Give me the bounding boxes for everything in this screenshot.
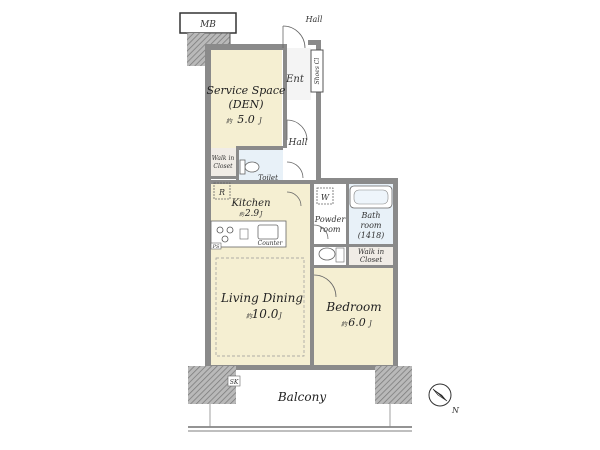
counter-label: Counter	[258, 240, 284, 247]
shoes-closet-label: Shoes Cl	[314, 58, 321, 85]
bath-label: Bath	[360, 211, 380, 220]
toilet-label: Toilet	[258, 174, 278, 182]
kitchen-floor	[210, 183, 315, 218]
compass-icon: N	[428, 383, 460, 415]
hall-mid-label: Hall	[288, 138, 308, 148]
walkin-bed-floor	[348, 245, 395, 268]
living-size: 10.0	[252, 307, 279, 321]
kitchen-counter: Counter PS	[210, 220, 287, 250]
closet-den-label: Closet	[213, 163, 233, 170]
hall-top-label: Hall	[305, 15, 323, 24]
bathtub	[349, 185, 393, 209]
fridge-label: R	[218, 188, 225, 197]
kitchen-size: 2.9	[244, 209, 260, 219]
living-size-unit: J	[277, 312, 283, 320]
bedroom-size: 6.0	[348, 316, 366, 329]
balcony: SK Balcony	[188, 366, 412, 432]
bath-code-label: (1418)	[358, 231, 385, 240]
powder-room-label: room	[319, 225, 340, 234]
service-size-unit: J	[257, 117, 263, 125]
living-dining-label: Living Dining	[220, 291, 303, 305]
kitchen-size-unit: J	[258, 211, 263, 218]
sk-label: SK	[230, 379, 239, 386]
washer-label: W	[321, 193, 330, 202]
walls	[205, 40, 398, 371]
mb-label: MB	[199, 20, 216, 30]
walkin-bed-label: Walk in	[358, 248, 385, 256]
ps-label: PS	[212, 244, 220, 250]
den-floor	[210, 48, 282, 148]
bedroom-size-prefix: 約	[341, 320, 348, 328]
service-size-prefix: 約	[226, 117, 233, 125]
service-space-label: Service Space	[206, 84, 285, 97]
entrance-floor	[283, 48, 311, 100]
bath-room-label: room	[360, 221, 381, 230]
bedroom-floor	[313, 268, 395, 365]
shoes-closet: Shoes Cl	[310, 49, 324, 93]
powder-label: Powder	[314, 215, 347, 224]
living-dashed-area	[215, 257, 305, 357]
toilet-fixture	[239, 159, 260, 175]
balcony-label: Balcony	[277, 390, 326, 404]
closet-bed-label: Closet	[360, 256, 383, 264]
living-size-prefix: 約	[246, 312, 253, 320]
bedroom-size-unit: J	[367, 320, 373, 328]
kitchen-size-prefix: 約	[239, 211, 245, 218]
kitchen-label: Kitchen	[230, 198, 270, 209]
room-fills	[210, 48, 395, 365]
walkin-den-label: Walk in	[212, 155, 235, 162]
north-label: N	[451, 406, 460, 415]
service-size: 5.0	[237, 113, 255, 126]
walkin-den-floor	[210, 148, 237, 178]
doors	[282, 25, 337, 298]
den-label: (DEN)	[228, 98, 263, 111]
fridge-spot: R	[213, 182, 231, 200]
entrance-label: Ent	[285, 74, 305, 85]
bedroom-label: Bedroom	[325, 300, 381, 314]
powder-fixtures: W	[316, 187, 345, 263]
